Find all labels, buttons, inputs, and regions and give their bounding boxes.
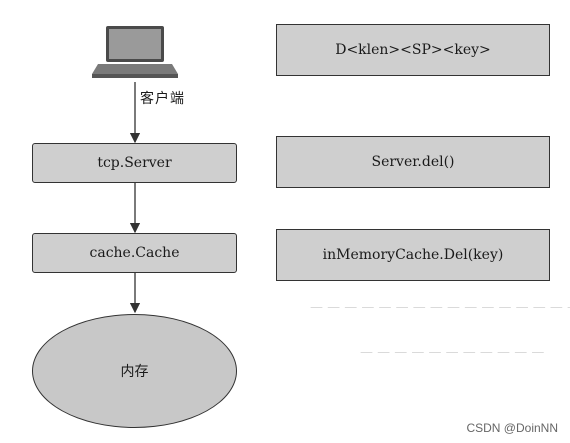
tcp-server-box: tcp.Server — [32, 143, 237, 183]
server-del-label: Server.del() — [371, 154, 455, 170]
protocol-label: D<klen><SP><key> — [335, 42, 491, 58]
background-artifact: — — — — — — — — — — — — [360, 345, 545, 360]
inmemory-del-box: inMemoryCache.Del(key) — [276, 229, 550, 281]
server-del-box: Server.del() — [276, 136, 550, 188]
laptop-icon — [92, 26, 178, 78]
cache-box: cache.Cache — [32, 233, 237, 273]
watermark: CSDN @DoinNN — [466, 421, 558, 435]
background-artifact: — — — — — — — — — — — — — — — — — — [310, 300, 570, 315]
inmemory-del-label: inMemoryCache.Del(key) — [322, 247, 504, 263]
client-label: 客户端 — [140, 91, 185, 107]
cache-label: cache.Cache — [89, 245, 180, 261]
tcp-server-label: tcp.Server — [97, 155, 172, 171]
memory-label: 内存 — [120, 364, 149, 380]
memory-ellipse: 内存 — [32, 314, 237, 428]
protocol-box: D<klen><SP><key> — [276, 24, 550, 76]
